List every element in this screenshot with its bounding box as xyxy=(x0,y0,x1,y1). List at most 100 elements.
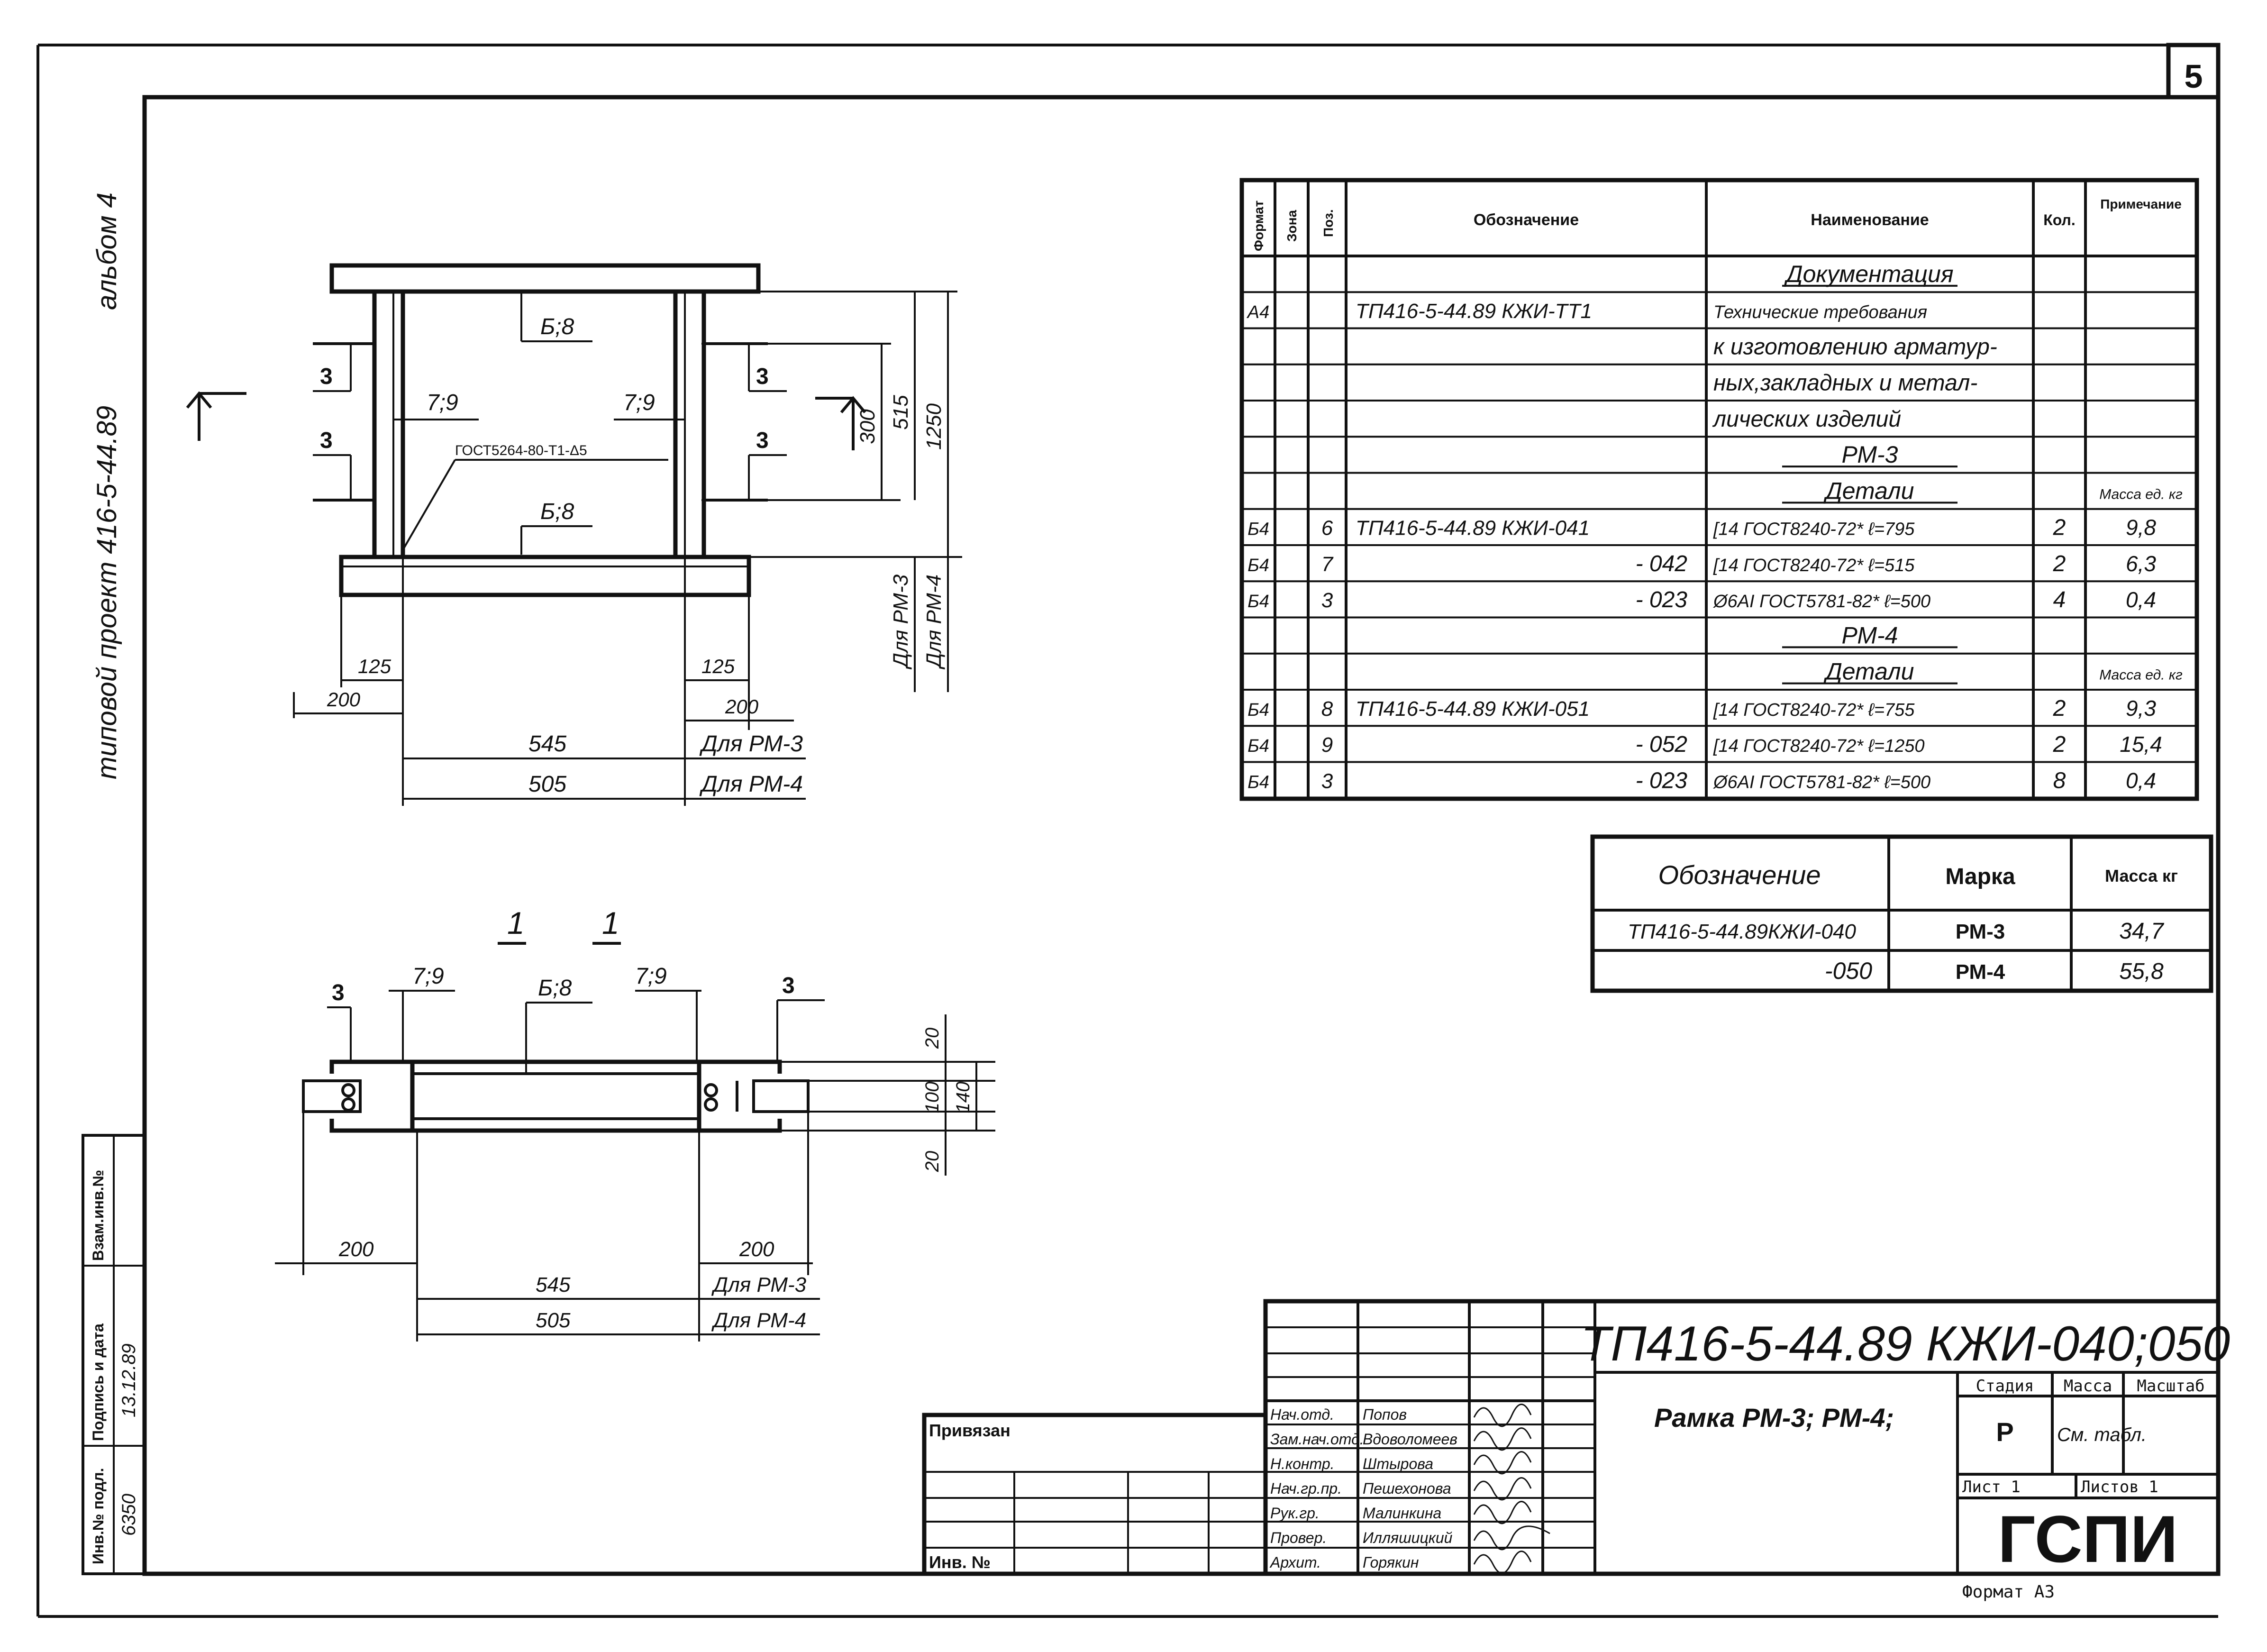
plan-label-79-right: 7;9 xyxy=(623,390,655,415)
section-dim-100: 100 xyxy=(922,1082,943,1114)
project-label: типовой проект 416-5-44.89 xyxy=(91,406,122,779)
orig-inv-label: Инв.№ подл. xyxy=(90,1468,107,1564)
signer-role: Зам.нач.отд. xyxy=(1270,1431,1364,1448)
mass-header-designation: Обозначение xyxy=(1658,860,1821,890)
sign-date-value: 13.12.89 xyxy=(118,1343,139,1417)
title-name: Рамка РМ-3; РМ-4; xyxy=(1654,1403,1894,1433)
mass-row1-designation: ТП416-5-44.89КЖИ-040 xyxy=(1628,920,1856,943)
spec-cell-note: 15,4 xyxy=(2120,732,2162,757)
spec-cell-format: Б4 xyxy=(1247,592,1269,612)
signer-name: Горякин xyxy=(1363,1554,1419,1571)
signer-role: Нач.отд. xyxy=(1270,1406,1334,1423)
stage-label: Стадия xyxy=(1976,1377,2034,1396)
plan-weld-note: ГОСТ5264-80-Т1-Δ5 xyxy=(455,443,587,458)
scale-label: Масштаб xyxy=(2137,1377,2204,1396)
plan-for-rm3-vertical: Для РМ-3 xyxy=(889,574,912,670)
plan-dim-200-left: 200 xyxy=(327,688,361,711)
inventory-stamp: Взам.инв.№ Подпись и дата 13.12.89 Инв.№… xyxy=(82,1134,146,1575)
section-dim-20-top: 20 xyxy=(922,1028,943,1050)
section-view: 1 1 3 7;9 Б;8 7;9 3 xyxy=(275,905,995,1342)
spec-cell-name: Технические требования xyxy=(1713,302,1927,322)
spec-cell-name: [14 ГОСТ8240-72* ℓ=795 xyxy=(1713,520,1915,539)
mass-label: Масса xyxy=(2064,1377,2112,1396)
section-label-79-right: 7;9 xyxy=(635,964,667,989)
spec-cell-qty: 4 xyxy=(2053,587,2066,612)
replace-inv-label: Взам.инв.№ xyxy=(90,1170,107,1261)
spec-cell-pos: 6 xyxy=(1321,517,1333,540)
plan-label-3-ur: 3 xyxy=(756,364,769,389)
format-label: Формат А3 xyxy=(1962,1582,2055,1602)
mass-row2-mark: РМ-4 xyxy=(1956,960,2005,984)
spec-cell-name: РМ-4 xyxy=(1842,622,1898,648)
signer-role: Архит. xyxy=(1269,1554,1321,1571)
signer-name: Пешехонова xyxy=(1363,1480,1451,1497)
mass-row2-designation: -050 xyxy=(1825,958,1872,984)
spec-cell-qty: 2 xyxy=(2053,551,2066,576)
spec-header-zone: Зона xyxy=(1284,210,1299,242)
title-block: Нач.отд.ПоповЗам.нач.отд.ВдоволомеевН.ко… xyxy=(1263,1299,2230,1602)
spec-header-designation: Обозначение xyxy=(1474,211,1579,229)
mass-value: См. табл. xyxy=(2057,1424,2147,1445)
spec-cell-note: 6,3 xyxy=(2126,551,2156,576)
spec-cell-qty: 2 xyxy=(2053,515,2066,540)
album-label: альбом 4 xyxy=(91,192,122,310)
spec-cell-designation: ТП416-5-44.89 КЖИ-051 xyxy=(1356,697,1590,721)
spec-cell-name: [14 ГОСТ8240-72* ℓ=1250 xyxy=(1713,736,1925,756)
plan-label-b8-bottom: Б;8 xyxy=(540,499,574,524)
mass-row1-mark: РМ-3 xyxy=(1956,920,2005,943)
spec-cell-pos: 9 xyxy=(1321,733,1333,757)
plan-view: Б;8 Б;8 7;9 7;9 3 3 3 3 ГОСТ5264-80-Т1-Δ… xyxy=(186,263,962,806)
signer-role: Нач.гр.пр. xyxy=(1270,1480,1342,1497)
binding-block: Привязан Инв. № xyxy=(922,1413,1268,1576)
spec-cell-designation: ТП416-5-44.89 КЖИ-041 xyxy=(1356,517,1590,540)
signer-name: Малинкина xyxy=(1363,1505,1441,1522)
spec-cell-designation: - 052 xyxy=(1636,732,1687,757)
section-label-79-left: 7;9 xyxy=(412,964,444,989)
spec-cell-note: 0,4 xyxy=(2126,587,2156,612)
section-dim-200-left: 200 xyxy=(338,1238,374,1261)
plan-label-3-ll: 3 xyxy=(320,428,333,453)
spec-header-note: Примечание xyxy=(2100,197,2182,211)
plan-dim-300: 300 xyxy=(856,409,879,444)
inv-label: Инв. № xyxy=(929,1552,991,1572)
section-title-right: 1 xyxy=(602,905,619,940)
plan-dim-1250: 1250 xyxy=(922,403,946,450)
signer-name: Илляшицкий xyxy=(1363,1529,1453,1546)
spec-cell-designation: - 023 xyxy=(1636,587,1688,612)
spec-header-format: Формат xyxy=(1251,201,1266,251)
spec-cell-name: Детали xyxy=(1823,658,1914,685)
spec-cell-format: Б4 xyxy=(1247,556,1269,575)
spec-cell-pos: 3 xyxy=(1321,769,1333,793)
spec-cell-name: ных,закладных и метал- xyxy=(1713,371,1977,396)
section-dim-140: 140 xyxy=(953,1082,974,1114)
spec-cell-pos: 7 xyxy=(1321,553,1334,576)
section-label-b8: Б;8 xyxy=(538,976,572,1001)
sheets-label: Листов 1 xyxy=(2081,1478,2158,1497)
title-code: ТП416-5-44.89 КЖИ-040;050 xyxy=(1581,1316,2230,1371)
spec-cell-note: 0,4 xyxy=(2126,768,2156,793)
spec-cell-format: Б4 xyxy=(1247,772,1269,792)
spec-cell-format: Б4 xyxy=(1247,700,1269,720)
spec-cell-pos: 8 xyxy=(1321,697,1333,721)
mass-table: Обозначение Марка Масса кг ТП416-5-44.89… xyxy=(1590,834,2213,993)
signer-name: Вдоволомеев xyxy=(1363,1431,1457,1448)
section-label-3-left: 3 xyxy=(332,980,345,1005)
spec-cell-note: Масса ед. кг xyxy=(2099,667,2183,683)
side-labels: альбом 4 типовой проект 416-5-44.89 xyxy=(91,192,122,779)
plan-dim-125-left: 125 xyxy=(358,655,391,677)
sheet-number: 5 xyxy=(2185,58,2203,95)
org-name: ГСПИ xyxy=(1998,1502,2178,1576)
section-for-rm3: Для РМ-3 xyxy=(711,1273,807,1296)
plan-for-rm4: Для РМ-4 xyxy=(699,772,803,797)
spec-cell-format: Б4 xyxy=(1247,736,1269,756)
mass-row2-mass: 55,8 xyxy=(2119,959,2164,984)
spec-cell-name: РМ-3 xyxy=(1842,441,1898,468)
signer-role: Провер. xyxy=(1270,1529,1327,1546)
signers-list: Нач.отд.ПоповЗам.нач.отд.ВдоволомеевН.ко… xyxy=(1269,1406,1457,1571)
spec-cell-designation: ТП416-5-44.89 КЖИ-ТТ1 xyxy=(1356,300,1592,323)
spec-cell-name: Документация xyxy=(1784,261,1953,287)
spec-cell-note: 9,3 xyxy=(2126,696,2156,721)
specification-table: Формат Зона Поз. Обозначение Наименовани… xyxy=(1239,178,2199,801)
spec-cell-name: [14 ГОСТ8240-72* ℓ=755 xyxy=(1713,700,1915,720)
